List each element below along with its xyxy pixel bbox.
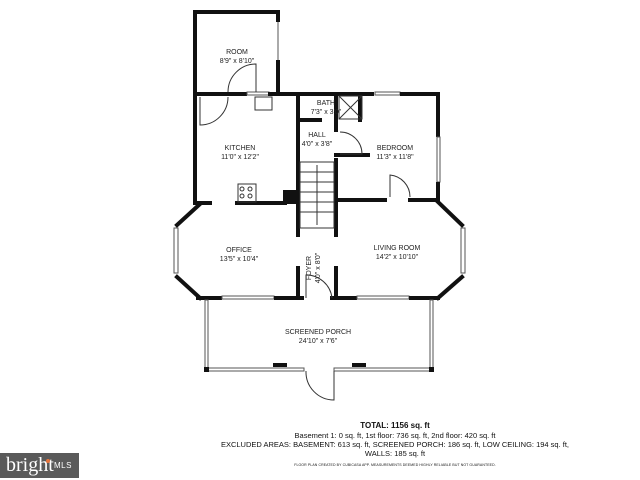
door-swing [305, 274, 333, 299]
bath-size: 7'3" x 3'0" [311, 109, 342, 116]
foyer-name: FOYER [306, 256, 313, 280]
porch-size: 24'10" x 7'6" [299, 338, 338, 345]
fixtures [199, 63, 411, 401]
room-size: 8'9" x 8'10" [220, 58, 255, 65]
kitchen-name: KITCHEN [225, 145, 256, 152]
bedroom-size: 11'3" x 11'8" [376, 154, 414, 161]
living-room-name: LIVING ROOM [374, 245, 421, 252]
excluded-areas: EXCLUDED AREAS: BASEMENT: 613 sq. ft, SC… [220, 440, 570, 449]
door-swing [199, 96, 229, 126]
bedroom-name: BEDROOM [377, 145, 413, 152]
walls-area: WALLS: 185 sq. ft [364, 449, 426, 458]
kitchen-size: 11'0" x 12'2" [221, 154, 259, 161]
total-area: TOTAL: 1156 sq. ft [360, 421, 430, 430]
room-name: ROOM [226, 49, 248, 56]
walls [173, 10, 466, 372]
hall-size: 4'0" x 3'8" [302, 141, 333, 148]
door-swing [389, 174, 411, 198]
living-room-size: 14'2" x 10'10" [376, 254, 419, 261]
bath-name: BATH [317, 100, 335, 107]
stairs [299, 161, 335, 229]
office-size: 13'5" x 10'4" [220, 256, 259, 263]
door-swing [339, 131, 363, 155]
office-name: OFFICE [226, 247, 252, 254]
porch-name: SCREENED PORCH [285, 329, 351, 336]
foyer-size: 4'0" x 8'0" [315, 252, 322, 283]
hall-name: HALL [308, 132, 326, 139]
door-swing [227, 63, 257, 93]
credit-text: FLOOR PLAN CREATED BY CUBICASA APP. MEAS… [294, 463, 496, 467]
floor-areas: Basement 1: 0 sq. ft, 1st floor: 736 sq.… [294, 431, 496, 440]
entry-door-swing [305, 370, 335, 401]
room-labels: ROOM 8'9" x 8'10" BATH 7'3" x 3'0" HALL … [220, 49, 421, 345]
